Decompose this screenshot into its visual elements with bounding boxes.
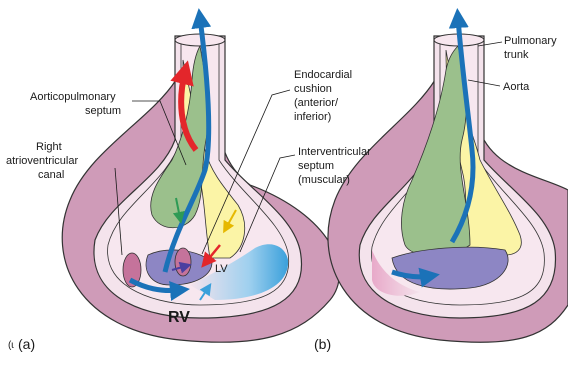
label-ivs-line3: (muscular) (298, 174, 350, 186)
label-aorticopulmonary-line2: septum (85, 105, 121, 117)
label-pulmonary-line2: trunk (504, 49, 529, 61)
label-rv: RV (168, 309, 190, 326)
label-lv: LV (215, 263, 228, 275)
panel-b (328, 18, 568, 342)
label-aorta: Aorta (503, 81, 530, 93)
label-aorticopulmonary-line1: Aorticopulmonary (30, 91, 116, 103)
panel-a-label: (a) (18, 336, 35, 352)
panel-a-stray-glyph: (ɩ (8, 340, 14, 351)
label-right-av-line1: Right (36, 141, 62, 153)
label-cushion-line1: Endocardial (294, 69, 352, 81)
label-right-av-line3: canal (38, 169, 64, 181)
label-ivs-line2: septum (298, 160, 334, 172)
label-ivs-line1: Interventricular (298, 146, 371, 158)
panel-a-left-av-canal (175, 248, 191, 276)
label-cushion-line3: (anterior/ (294, 97, 339, 109)
label-right-av-line2: atrioventricular (6, 155, 78, 167)
label-pulmonary-line1: Pulmonary (504, 35, 557, 47)
label-cushion-line4: inferior) (294, 111, 331, 123)
label-cushion-line2: cushion (294, 83, 332, 95)
panel-b-label: (b) (314, 336, 331, 352)
